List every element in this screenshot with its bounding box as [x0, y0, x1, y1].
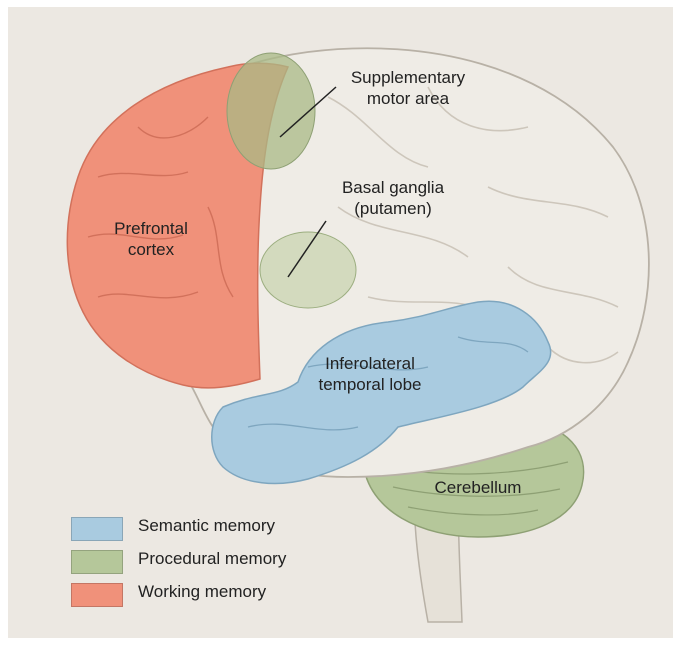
diagram-frame: Supplementary motor area Basal ganglia (… [8, 7, 673, 638]
label-cerebellum: Cerebellum [423, 477, 533, 498]
supplementary-motor-area-region [227, 53, 315, 169]
label-supplementary-motor-area: Supplementary motor area [338, 67, 478, 109]
legend-swatch-semantic [71, 517, 123, 541]
legend-swatch-procedural [71, 550, 123, 574]
label-basal-ganglia: Basal ganglia (putamen) [333, 177, 453, 219]
legend-label-semantic: Semantic memory [138, 516, 275, 536]
legend-label-procedural: Procedural memory [138, 549, 286, 569]
legend-swatch-working [71, 583, 123, 607]
basal-ganglia-region [260, 232, 356, 308]
label-prefrontal-cortex: Prefrontal cortex [101, 218, 201, 260]
legend-label-working: Working memory [138, 582, 266, 602]
label-temporal-lobe: Inferolateral temporal lobe [305, 353, 435, 395]
